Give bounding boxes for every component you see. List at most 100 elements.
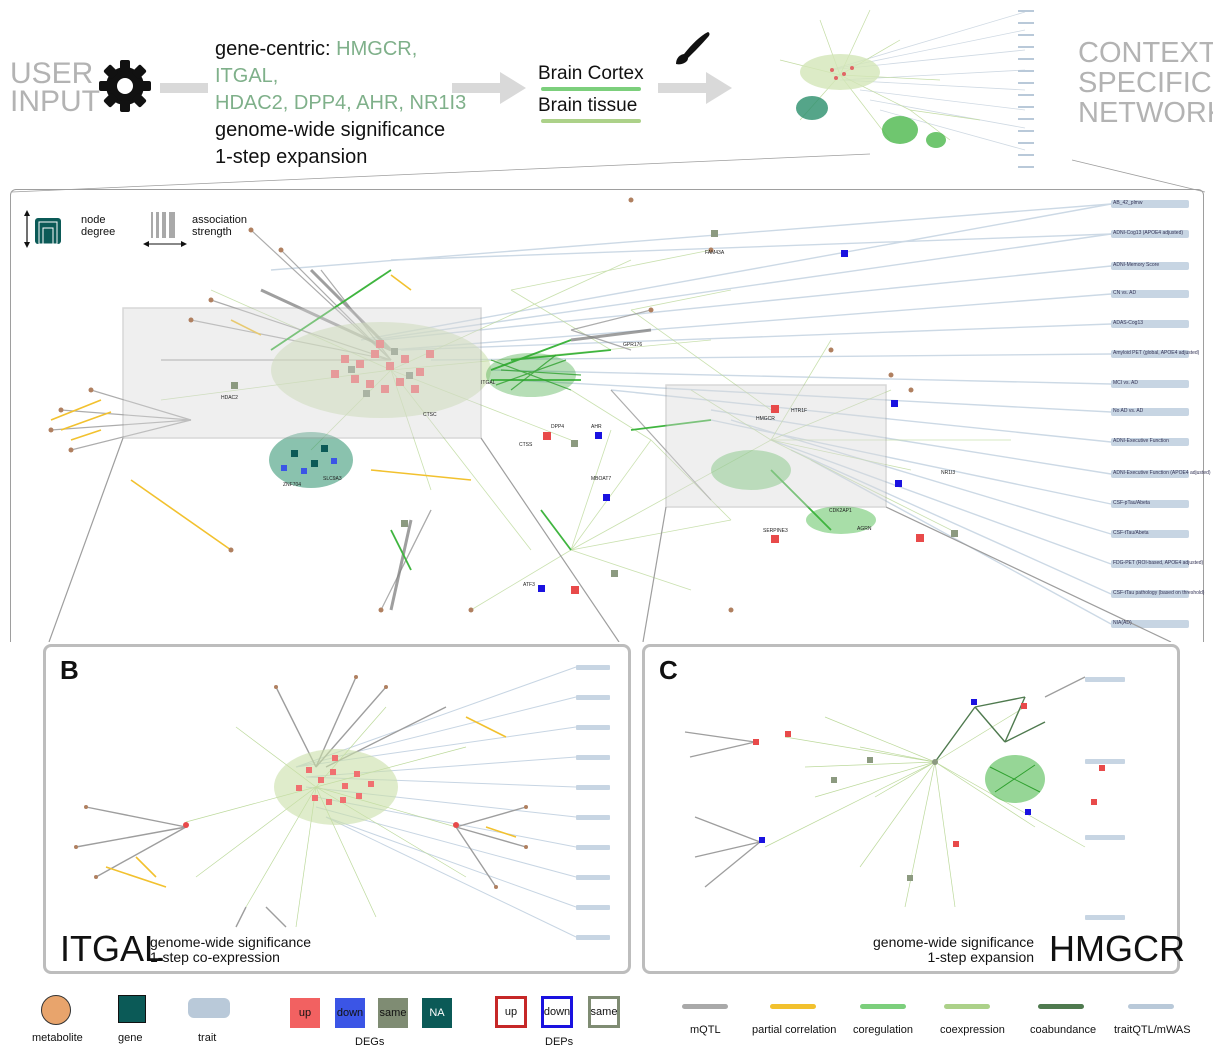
legend-deg-same: same (378, 998, 408, 1028)
input-parameters: gene-centric: HMGCR, ITGAL, HDAC2, DPP4,… (215, 36, 485, 171)
trait-label: No AD vs. AD (1113, 408, 1144, 414)
panel-c-desc-2: 1-step expansion (927, 949, 1035, 965)
zoom-connector-lines (11, 153, 1206, 193)
param-genes-1: HMGCR, ITGAL, (215, 38, 418, 87)
node-label: NR1I3 (941, 470, 956, 476)
node-label: DPP4 (551, 424, 565, 430)
legend-degs-title: DEGs (355, 1036, 385, 1048)
output-line-1: CONTEXT- (1078, 37, 1213, 69)
output-line-2: SPECIFIC (1078, 67, 1212, 99)
panel-c-desc-1: genome-wide significance (873, 934, 1035, 950)
node-degree-line-1: node (81, 214, 106, 226)
node-label: ITGAL (481, 380, 496, 386)
trait-label: ADAS-Cog13 (1113, 320, 1144, 326)
node-label: HMGCR (756, 416, 775, 422)
panel-b-letter: B (60, 655, 79, 685)
legend-edge-mqtl-label: mQTL (690, 1024, 721, 1036)
panel-b-desc: genome-wide significance 1-step co-expre… (150, 935, 311, 965)
panel-c-letter: C (659, 655, 678, 685)
node-label: AHR (591, 424, 602, 430)
legend-deps-title: DEPs (545, 1036, 574, 1048)
trait-label: CN vs. AD (1113, 290, 1137, 296)
trait-label: CSF-tTau/Abeta (1113, 530, 1149, 536)
panel-b-gene: ITGAL (60, 928, 165, 969)
legend-gene-label: gene (118, 1032, 143, 1044)
node-label: SERPINE3 (763, 528, 788, 534)
association-strength-label: association strength (192, 214, 247, 238)
panel-b-desc-1: genome-wide significance (150, 934, 312, 950)
node-label: CDK2AP1 (829, 508, 852, 514)
panel-b-desc-2: 1-step co-expression (150, 949, 280, 965)
legend-edge-coregulation-label: coregulation (853, 1024, 913, 1036)
node-label: SLC9A3 (323, 476, 342, 482)
panel-b-network (74, 665, 610, 940)
trait-label: ADNI-Memory Score (1113, 262, 1160, 268)
node-degree-label: node degree (81, 214, 115, 238)
arrow-1-icon (160, 78, 210, 98)
node-label: CTSC (423, 412, 437, 418)
legend-edge-coabundance-label: coabundance (1030, 1024, 1097, 1036)
trait-label: ADNI-Executive Function (1113, 438, 1169, 444)
legend-edge-partial-line (770, 1004, 816, 1009)
legend-edge-coregulation-line (860, 1004, 906, 1009)
tissue-2-bar (541, 119, 641, 123)
trait-label: Amyloid PET (global, APOE4 adjusted) (1113, 350, 1200, 356)
user-input-line-2: INPUT (10, 85, 100, 118)
legend-edge-traitqtl-label: traitQTL/mWAS (1114, 1024, 1191, 1036)
node-label: AGRN (857, 526, 872, 532)
node-degree-line-2: degree (81, 226, 116, 238)
association-line-1: association (192, 214, 248, 226)
legend-trait-label: trait (198, 1032, 217, 1044)
tissue-1: Brain Cortex (538, 63, 644, 84)
paintbrush-icon (672, 30, 712, 66)
legend-deg-na: NA (422, 998, 452, 1028)
user-input-title: USER INPUT (10, 59, 100, 118)
param-prefix: gene-centric: (215, 38, 337, 60)
trait-label: ADNI-Executive Function (APOE4 adjusted) (1113, 470, 1211, 476)
param-line-4: 1-step expansion (215, 146, 368, 168)
panel-b: B (43, 644, 631, 974)
panel-c-network (684, 676, 1125, 920)
node-label: CTSS (519, 442, 533, 448)
legend-deg-up: up (290, 998, 320, 1028)
legend: metabolite gene trait up down same NA DE… (0, 990, 1213, 1054)
trait-nodes (1111, 200, 1189, 628)
tissue-2: Brain tissue (538, 95, 638, 116)
trait-label: NIA(AD) (1113, 620, 1132, 626)
arrow-3-icon (658, 70, 734, 106)
legend-dep-up: up (495, 996, 527, 1028)
param-line-1: gene-centric: HMGCR, ITGAL, (215, 36, 485, 90)
node-label: MBOAT7 (591, 476, 612, 482)
association-line-2: strength (192, 226, 232, 238)
trait-label: MCI vs. AD (1113, 380, 1139, 386)
node-label: GPR176 (623, 342, 643, 348)
trait-label: ADNI-Cog13 (APOE4 adjusted) (1113, 230, 1184, 236)
tissue-block: Brain Cortex Brain tissue (538, 63, 648, 123)
node-degree-key (24, 210, 61, 248)
panel-c-desc: genome-wide significance 1-step expansio… (873, 935, 1034, 965)
association-strength-key (143, 212, 187, 247)
main-network-svg (24, 197, 1189, 643)
panel-c-gene: HMGCR (1049, 928, 1185, 969)
legend-gene-icon (118, 995, 146, 1023)
legend-deg-down: down (335, 998, 365, 1028)
legend-edge-traitqtl-line (1128, 1004, 1174, 1009)
node-label: ATF3 (523, 582, 535, 588)
param-line-3: genome-wide significance (215, 119, 446, 141)
param-genes-2: HDAC2, DPP4, AHR, NR1I3 (215, 92, 467, 114)
node-label: HTR1F (791, 408, 808, 414)
legend-trait-icon (188, 998, 230, 1018)
arrow-2-icon (452, 70, 528, 106)
legend-dep-same: same (588, 996, 620, 1028)
network-thumbnail (740, 0, 1050, 172)
trait-label: CSF-pTau/Abeta (1113, 500, 1150, 506)
output-line-3: NETWORK (1078, 97, 1213, 129)
node-label: HDAC2 (221, 395, 238, 401)
legend-edge-coabundance-line (1038, 1004, 1084, 1009)
context-specific-network-title: CONTEXT- SPECIFIC NETWORK (1078, 38, 1213, 128)
main-network-panel: node degree association strength AB_42_p… (10, 189, 1211, 643)
legend-edge-coexpression-line (944, 1004, 990, 1009)
node-label: FAM43A (705, 250, 725, 256)
trait-label: FDG-PET (ROI-based, APOE4 adjusted) (1113, 560, 1204, 566)
legend-edge-mqtl-line (682, 1004, 728, 1009)
